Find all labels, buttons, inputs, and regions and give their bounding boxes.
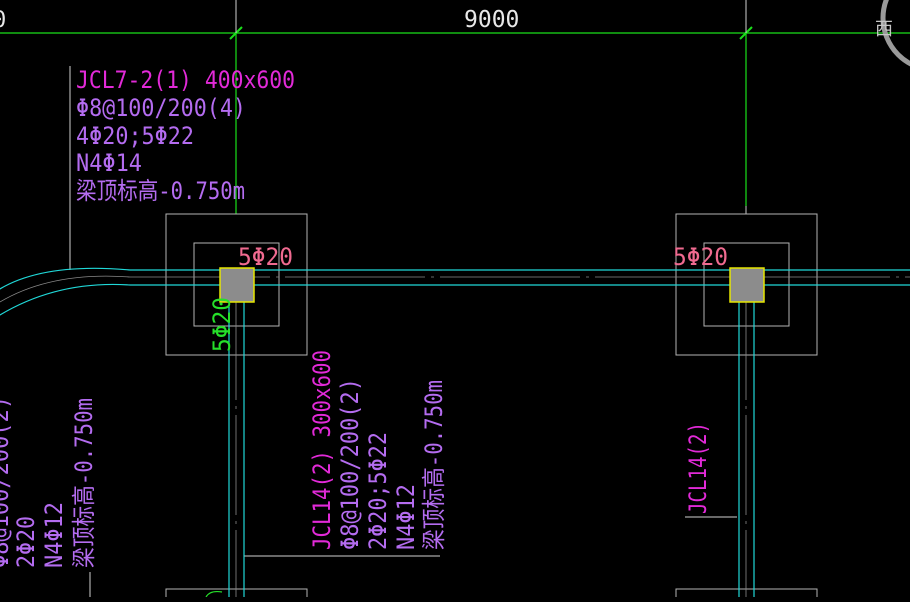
left-partial-stirrups: Φ8@100/200(2): [0, 396, 14, 568]
jcl14-stirrups: Φ8@100/200(2): [336, 378, 364, 550]
col1-rebar-top-label[interactable]: 5Φ20: [238, 243, 293, 271]
jcl7-name-size: JCL7-2(1) 400x600: [76, 66, 295, 94]
jcl14-rebar: 2Φ20;5Φ22: [364, 432, 392, 550]
jcl7-waist: N4Φ14: [76, 149, 142, 177]
jcl14-name-size: JCL14(2) 300x600: [308, 350, 336, 550]
grid-axis-lines: [235, 33, 747, 214]
jcl14-waist: N4Φ12: [392, 484, 420, 550]
dimension-left-fragment: 0: [0, 8, 6, 33]
jcl7-elevation: 梁顶标高-0.750m: [76, 177, 245, 205]
dimension-text: 9000: [464, 7, 519, 33]
left-partial-rebar: 2Φ20: [12, 516, 40, 568]
vertical-beam-2[interactable]: [738, 285, 755, 597]
jcl14-elevation: 梁顶标高-0.750m: [420, 380, 448, 550]
curved-beam[interactable]: [0, 267, 131, 318]
footing-bottom-partial: [165, 588, 818, 597]
col1-rebar-side-label[interactable]: 5Φ20: [208, 297, 236, 352]
bottom-partial-arc: [205, 590, 223, 598]
beam-label-jcl14[interactable]: JCL14(2) 300x600 Φ8@100/200(2) 2Φ20;5Φ22…: [308, 350, 448, 550]
column-2[interactable]: [729, 267, 765, 303]
leader-lines: [69, 66, 737, 597]
vertical-beam-1[interactable]: [228, 285, 245, 597]
jcl14-short-label[interactable]: JCL14(2): [684, 422, 712, 514]
left-partial-elevation: 梁顶标高-0.750m: [70, 398, 98, 568]
compass-symbol[interactable]: [880, 0, 910, 70]
dimension-line: [0, 26, 910, 40]
horizontal-beam[interactable]: [130, 269, 910, 286]
column-1[interactable]: [219, 267, 255, 303]
col2-rebar-top-label[interactable]: 5Φ20: [673, 243, 728, 271]
jcl7-rebar: 4Φ20;5Φ22: [76, 122, 194, 150]
left-partial-waist: N4Φ12: [40, 502, 68, 568]
beam-label-jcl7[interactable]: JCL7-2(1) 400x600 Φ8@100/200(4) 4Φ20;5Φ2…: [76, 66, 295, 205]
dimension-extension-lines: [235, 0, 747, 33]
beam-label-left-partial[interactable]: Φ8@100/200(2) 2Φ20 N4Φ12 梁顶标高-0.750m: [0, 396, 98, 568]
jcl7-stirrups: Φ8@100/200(4): [76, 94, 246, 122]
compass-label: 西: [875, 19, 893, 40]
